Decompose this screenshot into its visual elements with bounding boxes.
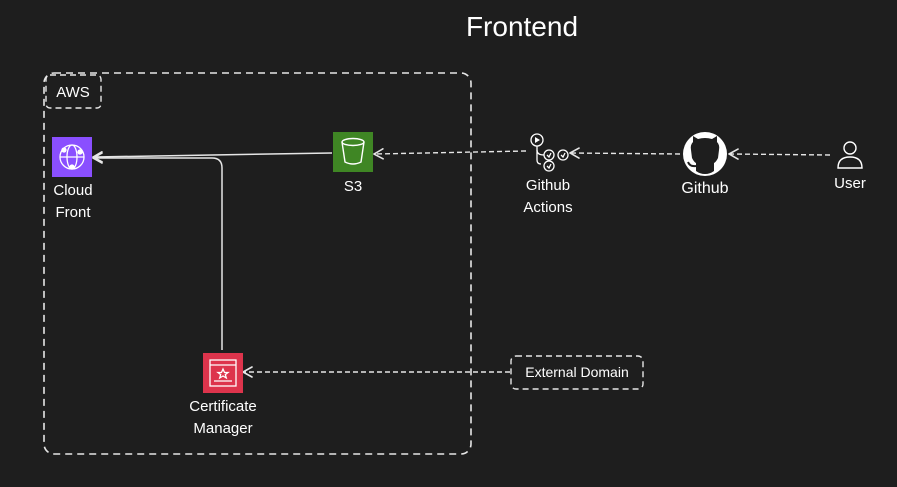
github-actions-node[interactable]: Github Actions	[523, 133, 573, 216]
edge-s3-to-cloudfront	[92, 151, 333, 163]
external-domain-node[interactable]: External Domain	[510, 355, 644, 390]
cloudfront-label-line2: Front	[55, 204, 91, 221]
edge-actions-to-s3	[373, 148, 527, 160]
certificate-manager-node[interactable]: Certificate Manager	[189, 353, 257, 437]
s3-node[interactable]: S3	[333, 132, 373, 195]
github-label: Github	[681, 180, 728, 197]
certificate-manager-label-line2: Manager	[193, 420, 252, 437]
external-domain-box	[510, 355, 644, 390]
user-icon	[837, 141, 863, 169]
cloudfront-globe-glyph	[59, 144, 85, 170]
external-domain-label: External Domain	[525, 364, 629, 380]
aws-group-boundary	[43, 72, 472, 455]
github-node[interactable]: Github	[681, 132, 729, 197]
github-icon	[683, 132, 727, 176]
s3-bucket-glyph	[341, 137, 365, 165]
cloudfront-label-line1: Cloud	[53, 182, 92, 199]
certificate-manager-icon	[203, 353, 243, 393]
cloudfront-node[interactable]: Cloud Front	[52, 137, 93, 221]
user-node[interactable]: User	[834, 141, 866, 192]
github-actions-icon	[530, 133, 569, 172]
s3-label: S3	[344, 178, 362, 195]
certificate-manager-label-line1: Certificate	[189, 398, 257, 415]
certificate-glyph	[209, 359, 237, 387]
github-actions-label-line1: Github	[526, 177, 570, 194]
aws-group-label: AWS	[56, 84, 90, 101]
aws-label-box	[45, 74, 102, 109]
edge-certmanager-to-cloudfront	[92, 152, 223, 350]
edge-github-to-actions	[569, 147, 681, 159]
github-actions-label-line2: Actions	[523, 199, 572, 216]
page-title: Frontend	[466, 11, 578, 42]
user-label: User	[834, 175, 866, 192]
edge-user-to-github	[728, 148, 831, 160]
